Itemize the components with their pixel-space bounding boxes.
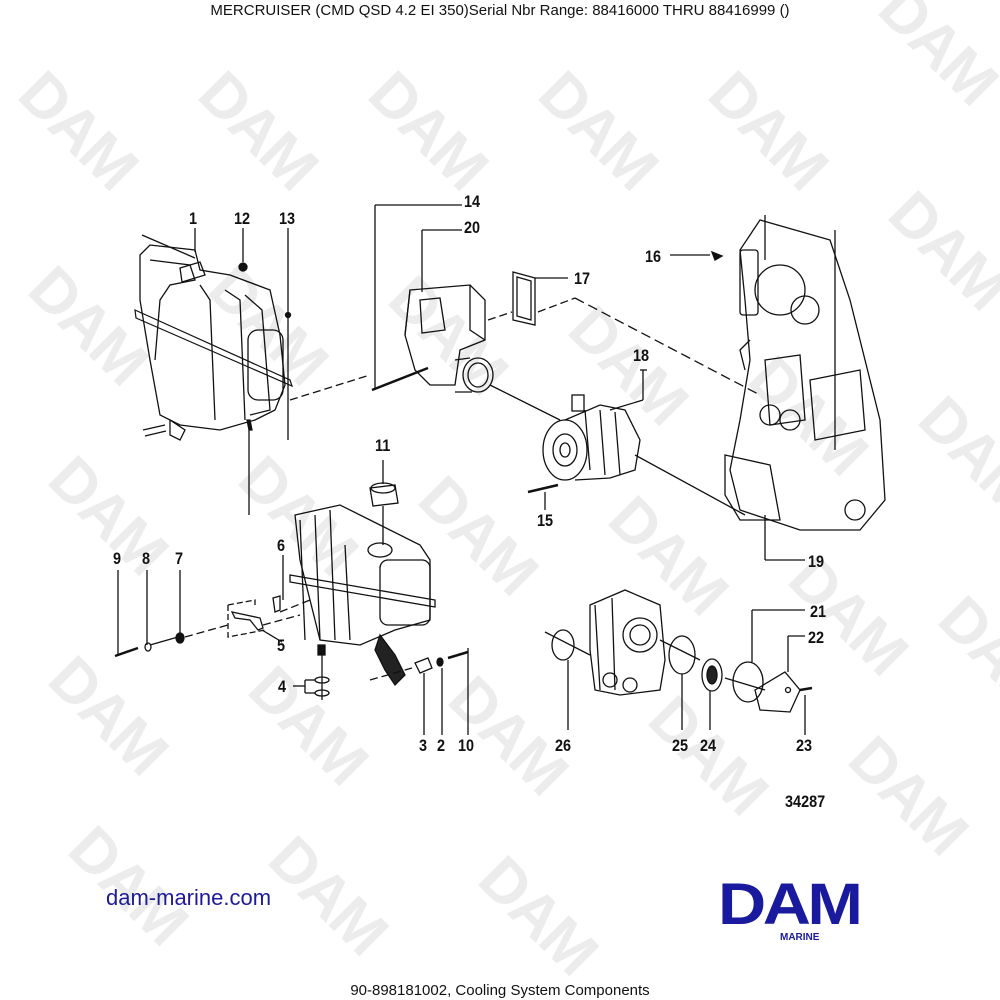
callout-12[interactable]: 12 xyxy=(234,209,251,228)
lower-expansion-tank-part xyxy=(289,460,436,687)
callout-18[interactable]: 18 xyxy=(633,346,650,365)
callout-25[interactable]: 25 xyxy=(672,736,689,755)
callout-21[interactable]: 21 xyxy=(810,602,827,621)
callout-9[interactable]: 9 xyxy=(113,549,122,568)
website-link[interactable]: dam-marine.com xyxy=(106,885,272,910)
callout-16[interactable]: 16 xyxy=(645,247,662,266)
dam-marine-logo: DAM MARINE xyxy=(718,876,898,944)
callout-13[interactable]: 13 xyxy=(279,209,296,228)
figure-number: 34287 xyxy=(785,792,826,811)
engine-block-part xyxy=(724,219,886,531)
callout-8[interactable]: 8 xyxy=(142,549,151,568)
logo-text: DAM xyxy=(718,872,863,937)
callout-17[interactable]: 17 xyxy=(574,269,591,288)
callout-14[interactable]: 14 xyxy=(464,192,481,211)
callout-6[interactable]: 6 xyxy=(277,536,286,555)
page-title: MERCRUISER (CMD QSD 4.2 EI 350)Serial Nb… xyxy=(210,2,790,19)
callout-5[interactable]: 5 xyxy=(277,636,286,655)
callout-3[interactable]: 3 xyxy=(419,736,428,755)
callout-22[interactable]: 22 xyxy=(808,628,825,647)
callout-7[interactable]: 7 xyxy=(175,549,184,568)
expansion-tank-part xyxy=(134,244,293,441)
callout-2[interactable]: 2 xyxy=(437,736,446,755)
footer-caption: 90-898181002, Cooling System Components xyxy=(350,982,650,999)
callout-23[interactable]: 23 xyxy=(796,736,813,755)
callout-10[interactable]: 10 xyxy=(458,736,475,755)
callout-15[interactable]: 15 xyxy=(537,511,554,530)
lower-thermostat-housing-part xyxy=(589,589,666,696)
callout-1[interactable]: 1 xyxy=(189,209,198,228)
thermostat-housing-part xyxy=(404,284,494,393)
water-pump-part xyxy=(542,394,641,481)
callout-19[interactable]: 19 xyxy=(808,552,825,571)
callout-24[interactable]: 24 xyxy=(700,736,717,755)
logo-subtext: MARINE xyxy=(780,932,820,943)
callout-11[interactable]: 11 xyxy=(375,436,391,455)
callout-26[interactable]: 26 xyxy=(555,736,572,755)
callout-20[interactable]: 20 xyxy=(464,218,481,237)
callout-4[interactable]: 4 xyxy=(278,677,287,696)
